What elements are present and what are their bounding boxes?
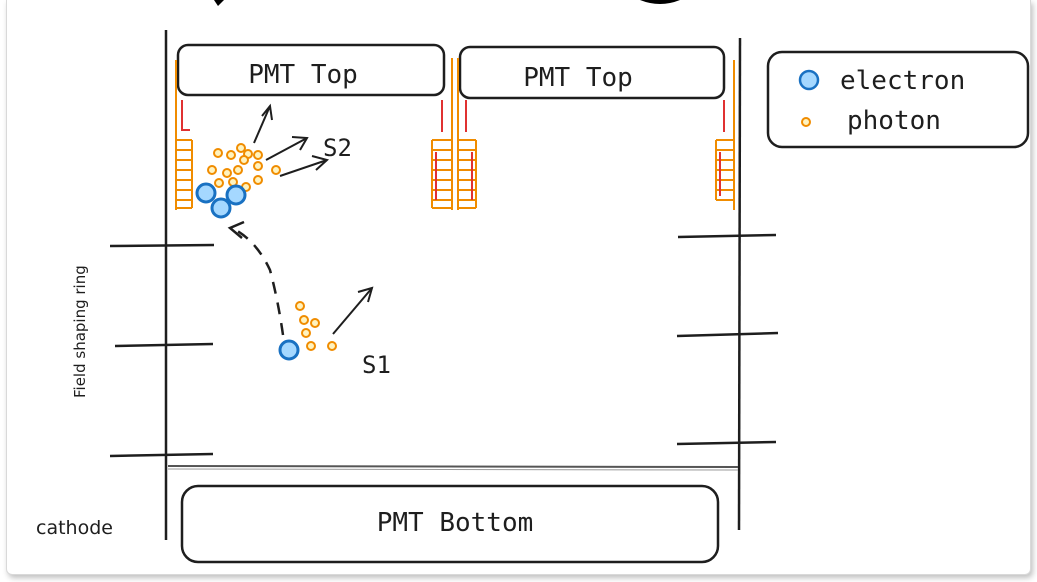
pmt-bottom-label: PMT Bottom [377,508,534,538]
cathode-grid [167,465,739,468]
electrode-left [175,60,193,210]
cathode-label: cathode [36,517,113,539]
legend-electron-label: electron [840,66,965,96]
pmt-bottom-box [180,484,720,564]
drift-arrowhead [227,220,245,239]
s2-photons [207,143,281,192]
field-ring-left-3 [109,452,214,458]
right-wall [737,37,742,531]
pmt-top-left-label: PMT Top [248,60,358,90]
s2-electrons [195,182,247,219]
field-ring-left-2 [114,342,214,348]
photon-icon [801,117,811,127]
s1-arrow [332,286,374,335]
cathode-grid-shadow [167,468,739,471]
field-ring-right-3 [676,440,777,446]
top-cropped-glyph [640,0,680,4]
electrode-middle [431,58,477,210]
field-ring-right-2 [676,331,779,338]
s2-label: S2 [323,134,352,162]
pmt-top-left-box [176,43,446,97]
top-cropped-glyph [214,0,224,6]
electrode-right [715,60,735,210]
s1-photons [295,301,337,351]
field-shaping-ring-label: Field shaping ring [71,265,89,398]
s1-electron [278,339,300,361]
field-ring-left-1 [109,243,215,248]
s1-label: S1 [362,351,391,379]
pmt-top-right-box [458,45,726,100]
legend-photon-label: photon [847,106,941,136]
legend-box [766,50,1030,149]
pmt-top-right-label: PMT Top [523,63,633,93]
electron-icon [798,69,820,91]
s2-arrows [253,103,330,177]
drift-path [231,226,285,336]
field-ring-right-1 [677,233,777,239]
